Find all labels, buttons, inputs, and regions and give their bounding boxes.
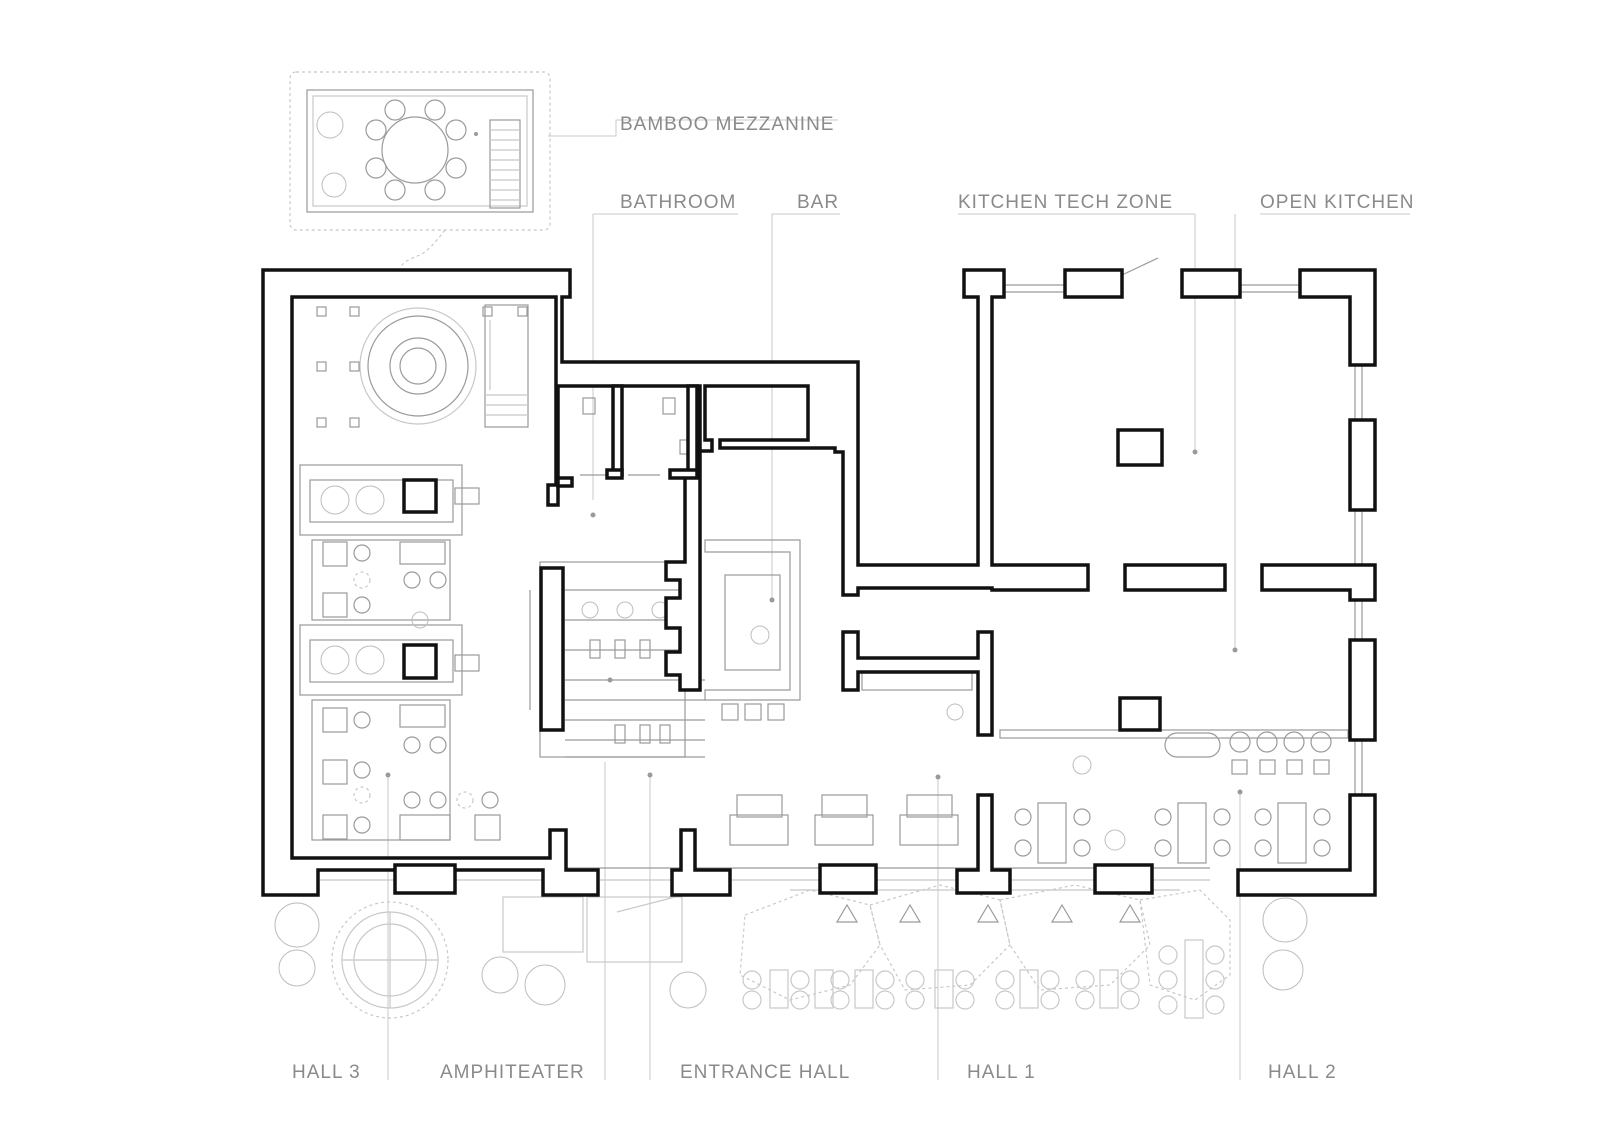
label-entrance-hall: ENTRANCE HALL (680, 1062, 851, 1083)
leader-lines (387, 119, 1410, 1080)
label-bar: BAR (797, 192, 840, 213)
label-hall-3: HALL 3 (292, 1062, 361, 1083)
terrace-exterior (274, 879, 1308, 1019)
mezzanine-inset (289, 71, 551, 231)
label-kitchen-tech-zone: KITCHEN TECH ZONE (958, 192, 1174, 213)
walls (261, 268, 1377, 897)
label-bathroom: BATHROOM (620, 192, 737, 213)
interior-furniture (299, 257, 1363, 869)
label-amphiteater: AMPHITEATER (440, 1062, 585, 1083)
label-bamboo-mezzanine: BAMBOO MEZZANINE (620, 114, 835, 135)
label-open-kitchen: OPEN KITCHEN (1260, 192, 1415, 213)
label-hall-2: HALL 2 (1268, 1062, 1337, 1083)
label-hall-1: HALL 1 (967, 1062, 1036, 1083)
